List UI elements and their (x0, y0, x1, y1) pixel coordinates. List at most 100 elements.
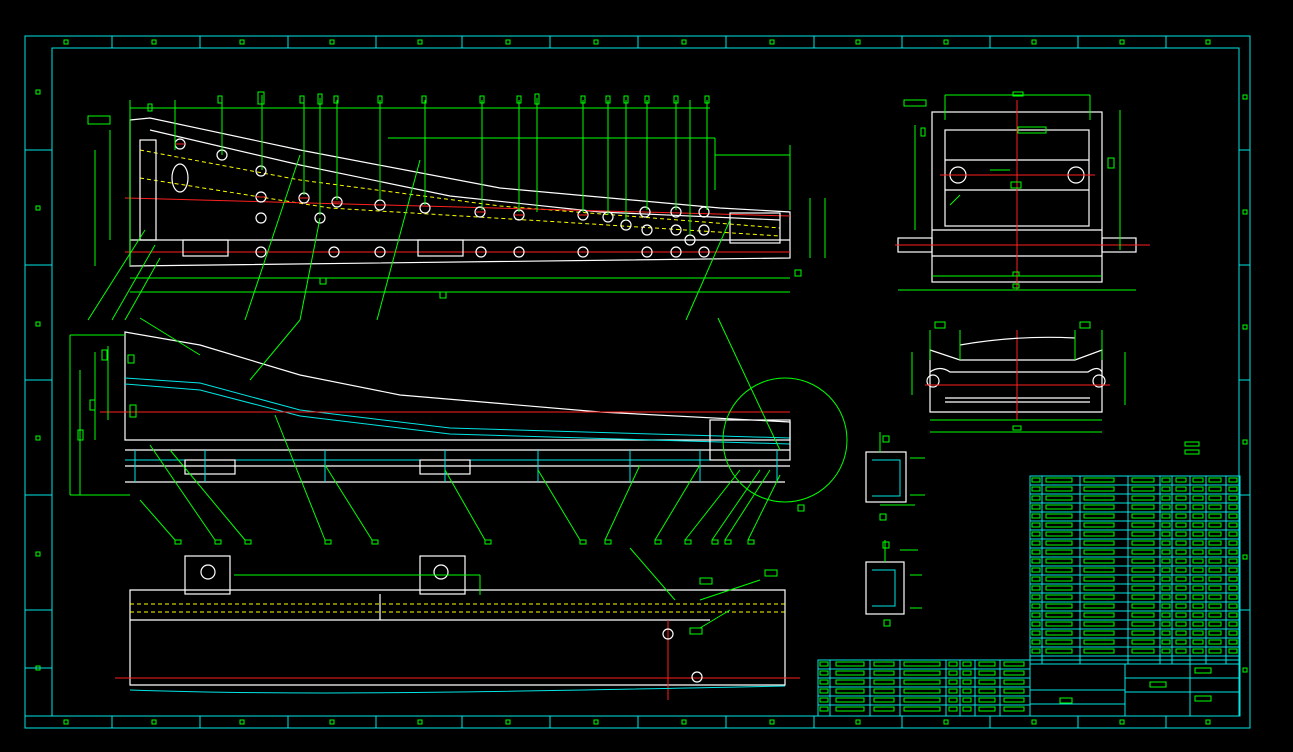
parts-list-cell (1045, 603, 1073, 609)
parts-list-cell (1192, 585, 1204, 591)
parts-list-cell (1228, 603, 1238, 609)
parts-list-cell (1161, 603, 1171, 609)
parts-list-cell (1175, 621, 1187, 627)
parts-list-cell (1031, 639, 1041, 645)
parts-list-cell (1228, 594, 1238, 600)
title-block-cell (903, 697, 941, 703)
parts-list-cell (1161, 549, 1171, 555)
parts-list-cell (1228, 531, 1238, 537)
parts-list-cell (1131, 558, 1155, 564)
parts-list-cell (1161, 576, 1171, 582)
parts-list-cell (1131, 522, 1155, 528)
parts-list-cell (1208, 504, 1222, 510)
title-block-cell (962, 670, 972, 676)
title-block-cell (948, 697, 958, 703)
parts-list-cell (1175, 486, 1187, 492)
title-block-cell (819, 688, 829, 694)
parts-list-cell (1031, 567, 1041, 573)
parts-list-cell (1083, 486, 1115, 492)
title-block-cell (835, 706, 865, 712)
plan-view[interactable] (87, 91, 826, 321)
parts-list-cell (1045, 630, 1073, 636)
parts-list-cell (1192, 603, 1204, 609)
title-block-cell (1003, 697, 1025, 703)
parts-list-cell (1045, 531, 1073, 537)
title-block-cell (978, 706, 996, 712)
parts-list-cell (1175, 495, 1187, 501)
title-block-cell (948, 688, 958, 694)
parts-list-cell (1083, 549, 1115, 555)
parts-list-cell (1131, 567, 1155, 573)
parts-list-cell (1161, 522, 1171, 528)
detail-view[interactable] (865, 432, 925, 627)
title-block-cell (835, 697, 865, 703)
parts-list-cell (1131, 621, 1155, 627)
parts-list-cell (1175, 504, 1187, 510)
title-block-cell (978, 670, 996, 676)
parts-list-cell (1228, 522, 1238, 528)
title-block-cell (835, 688, 865, 694)
parts-list-cell (1175, 540, 1187, 546)
parts-list-cell (1083, 504, 1115, 510)
parts-list-cell (1192, 513, 1204, 519)
parts-list-cell (1175, 531, 1187, 537)
parts-list-cell (1208, 603, 1222, 609)
parts-list-cell (1083, 639, 1115, 645)
parts-list-cell (1161, 495, 1171, 501)
parts-list-cell (1228, 477, 1238, 483)
parts-list-cell (1175, 513, 1187, 519)
parts-list-cell (1192, 612, 1204, 618)
parts-list-cell (1031, 504, 1041, 510)
parts-list-cell (1083, 567, 1115, 573)
parts-list-cell (1192, 594, 1204, 600)
parts-list-cell (1208, 648, 1222, 654)
parts-list-cell (1031, 594, 1041, 600)
parts-list-cell (1131, 486, 1155, 492)
parts-list-cell (1083, 621, 1115, 627)
parts-list-cell (1192, 630, 1204, 636)
parts-list-cell (1208, 495, 1222, 501)
elevation-section-view[interactable] (69, 317, 848, 545)
parts-list-cell (1031, 513, 1041, 519)
parts-list-cell (1131, 630, 1155, 636)
parts-list-cell (1161, 639, 1171, 645)
parts-list-cell (1192, 639, 1204, 645)
parts-list-cell (1045, 486, 1073, 492)
parts-list-cell (1031, 558, 1041, 564)
title-block-cell (835, 679, 865, 685)
parts-list-cell (1131, 639, 1155, 645)
parts-list-cell (1131, 477, 1155, 483)
parts-list-cell (1192, 477, 1204, 483)
parts-list-cell (1208, 576, 1222, 582)
parts-list-cell (1045, 522, 1073, 528)
parts-list-cell (1208, 639, 1222, 645)
parts-list-cell (1192, 648, 1204, 654)
parts-list-cell (1208, 522, 1222, 528)
parts-list-cell (1208, 531, 1222, 537)
parts-list-cell (1131, 549, 1155, 555)
parts-list-cell (1161, 612, 1171, 618)
parts-list-cell (1045, 585, 1073, 591)
parts-list-cell (1031, 648, 1041, 654)
parts-list-cell (1161, 477, 1171, 483)
parts-list-cell (1192, 576, 1204, 582)
side-end-view[interactable] (895, 91, 1150, 291)
parts-list-cell (1161, 594, 1171, 600)
parts-list-cell (1161, 567, 1171, 573)
parts-list-cell (1175, 549, 1187, 555)
title-block-cell (873, 670, 895, 676)
parts-list-cell (1208, 594, 1222, 600)
parts-list-cell (1175, 603, 1187, 609)
parts-list-cell (1045, 594, 1073, 600)
title-block-cell (962, 688, 972, 694)
parts-list-cell (1161, 558, 1171, 564)
parts-list-cell (1208, 486, 1222, 492)
bottom-view[interactable] (115, 547, 800, 700)
title-block-cell (873, 679, 895, 685)
parts-list-cell (1045, 648, 1073, 654)
parts-list-cell (1228, 585, 1238, 591)
parts-list-cell (1228, 621, 1238, 627)
cross-section-view[interactable] (911, 321, 1200, 455)
